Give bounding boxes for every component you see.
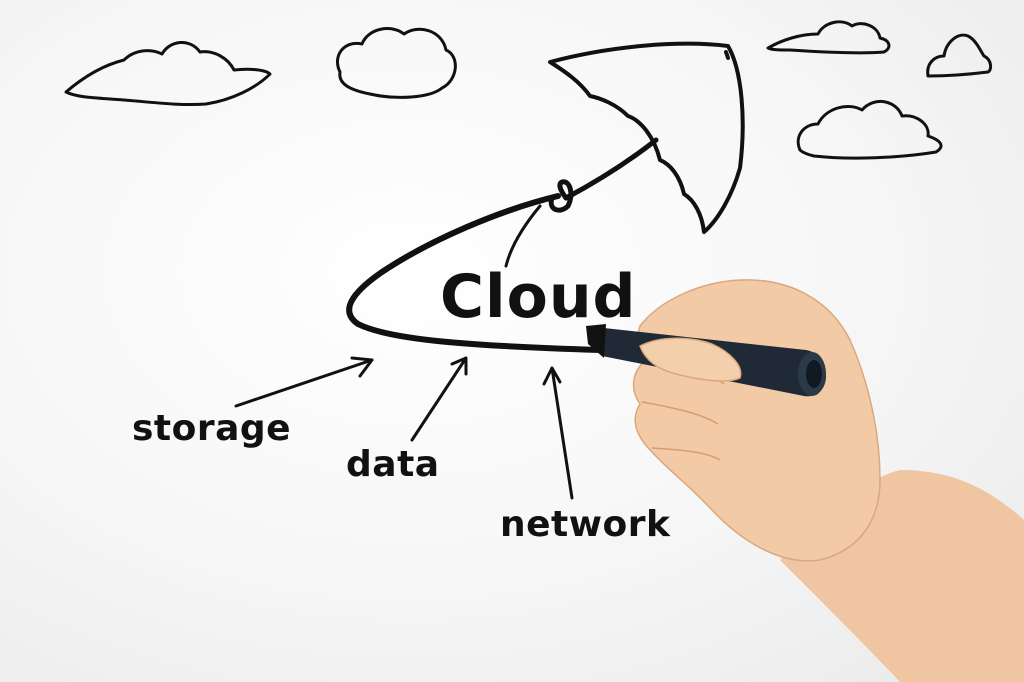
label-data: data [346, 444, 440, 485]
label-storage: storage [132, 408, 292, 449]
sketch-cloud-5 [796, 100, 943, 160]
hand-holding-marker [586, 279, 1024, 682]
arrow-data [410, 356, 468, 442]
sketch-swoosh [346, 193, 603, 353]
sketch-cloud-4 [926, 33, 993, 78]
sketch-cloud-1 [64, 41, 272, 107]
label-cloud: Cloud [440, 262, 637, 332]
label-network: network [500, 504, 671, 545]
arrow-network [542, 366, 574, 500]
sketch-cloud-2 [336, 27, 457, 99]
sketch-cloud-3 [766, 20, 891, 55]
arrow-storage [234, 356, 374, 408]
sketch-umbrella [548, 41, 745, 234]
